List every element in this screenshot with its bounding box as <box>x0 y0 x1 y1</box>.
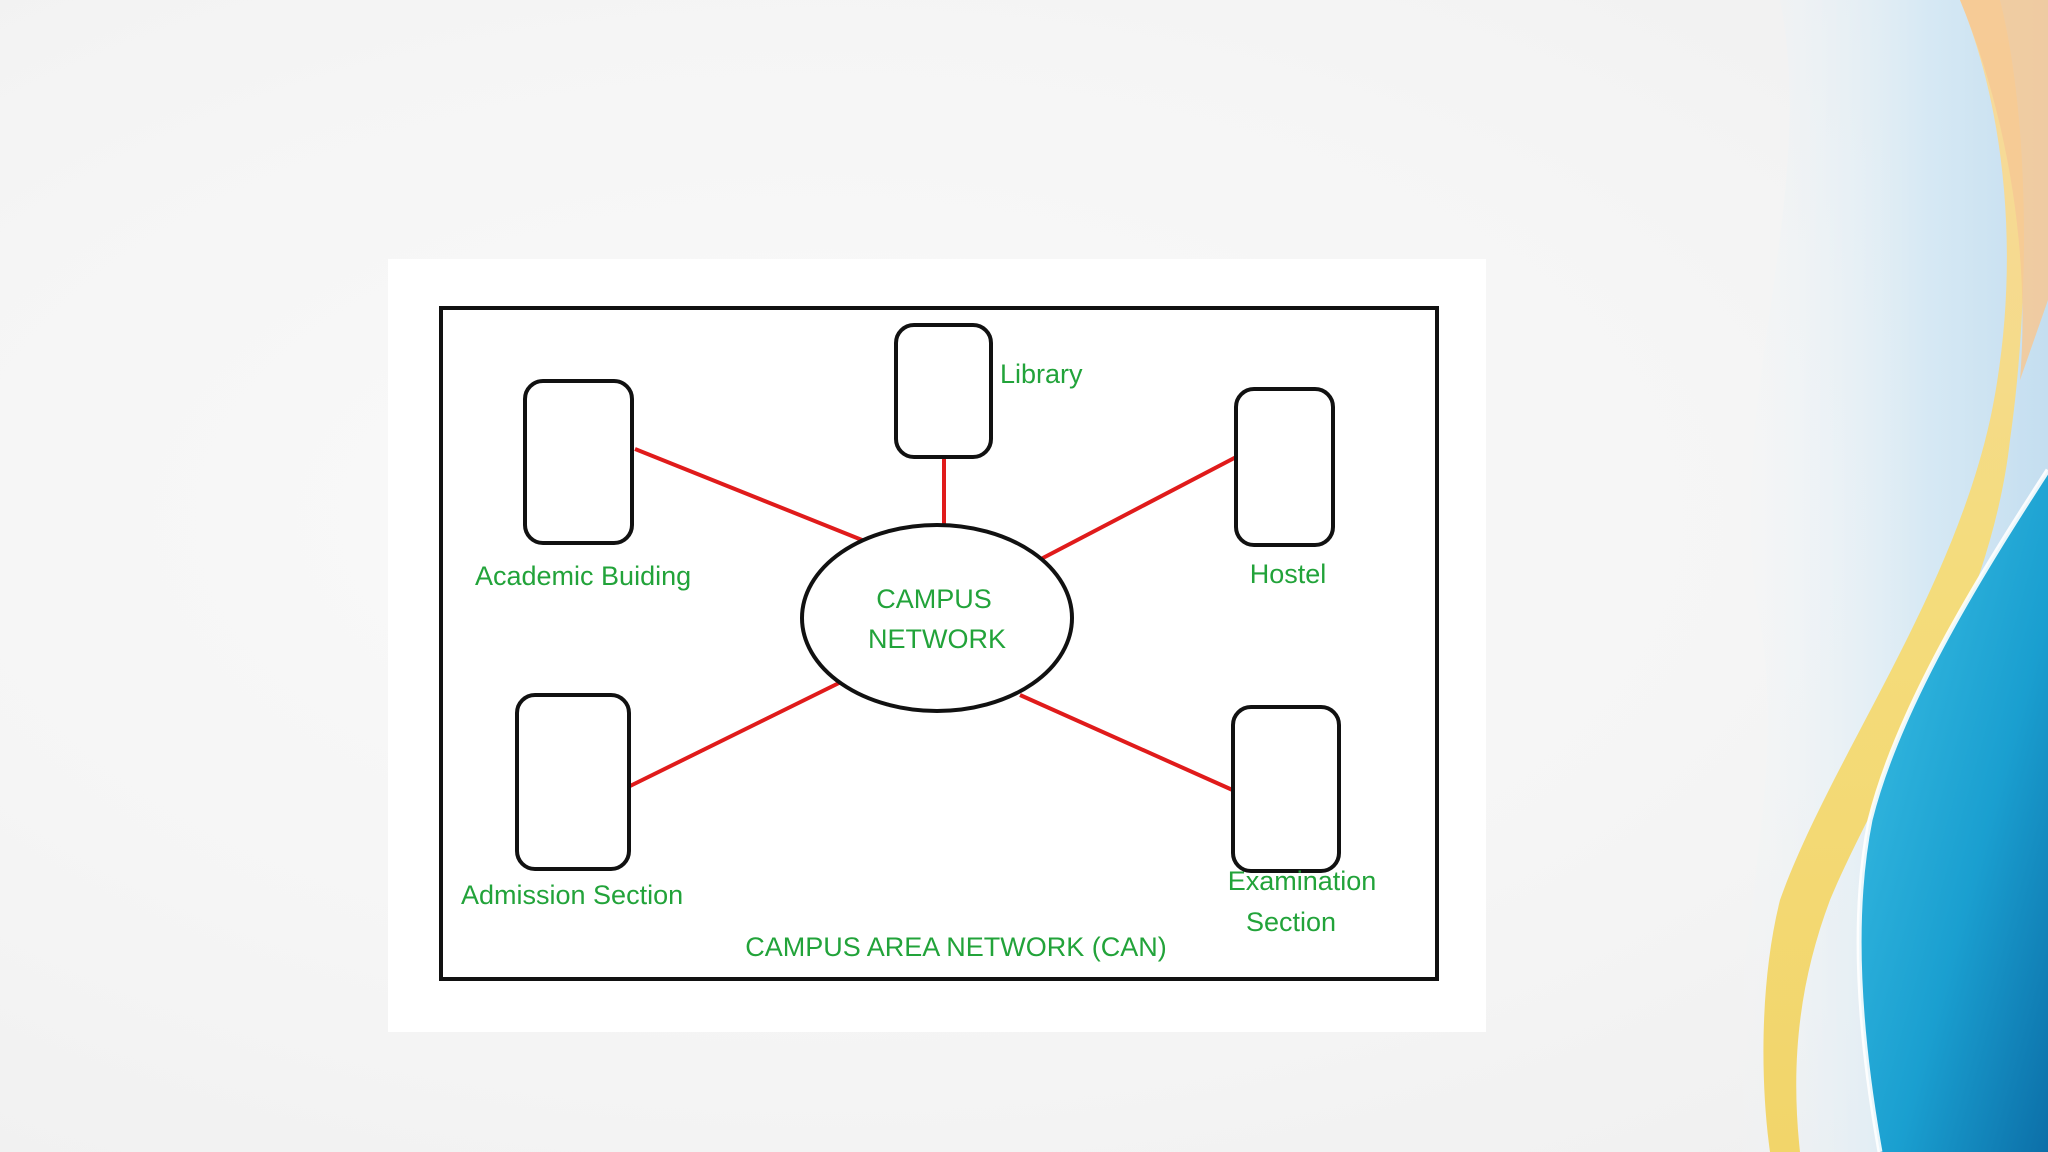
node-box-admission <box>515 693 631 871</box>
label-examination-line1: Examination <box>1228 866 1377 896</box>
label-examination-line2: Section <box>1246 907 1336 937</box>
label-hostel: Hostel <box>1250 559 1327 589</box>
node-box-academic <box>523 379 634 545</box>
node-box-library <box>894 323 993 459</box>
link-admission <box>623 679 844 791</box>
label-library: Library <box>1000 359 1083 389</box>
node-box-examination <box>1231 705 1341 873</box>
label-academic: Academic Buiding <box>475 561 691 591</box>
hub-label-line1: CAMPUS <box>876 584 992 614</box>
network-links <box>623 447 1241 794</box>
hub-ellipse <box>800 523 1074 713</box>
label-admission: Admission Section <box>461 880 683 910</box>
hub-label-line2: NETWORK <box>868 624 1006 654</box>
diagram-card: CAMPUS NETWORK Library Academic Buiding … <box>388 259 1486 1032</box>
campus-network-diagram: CAMPUS NETWORK Library Academic Buiding … <box>439 306 1439 981</box>
link-examination <box>1019 693 1238 794</box>
node-box-hostel <box>1234 387 1335 547</box>
diagram-caption: CAMPUS AREA NETWORK (CAN) <box>745 932 1167 962</box>
link-hostel <box>1040 453 1241 561</box>
link-academic <box>634 447 868 544</box>
